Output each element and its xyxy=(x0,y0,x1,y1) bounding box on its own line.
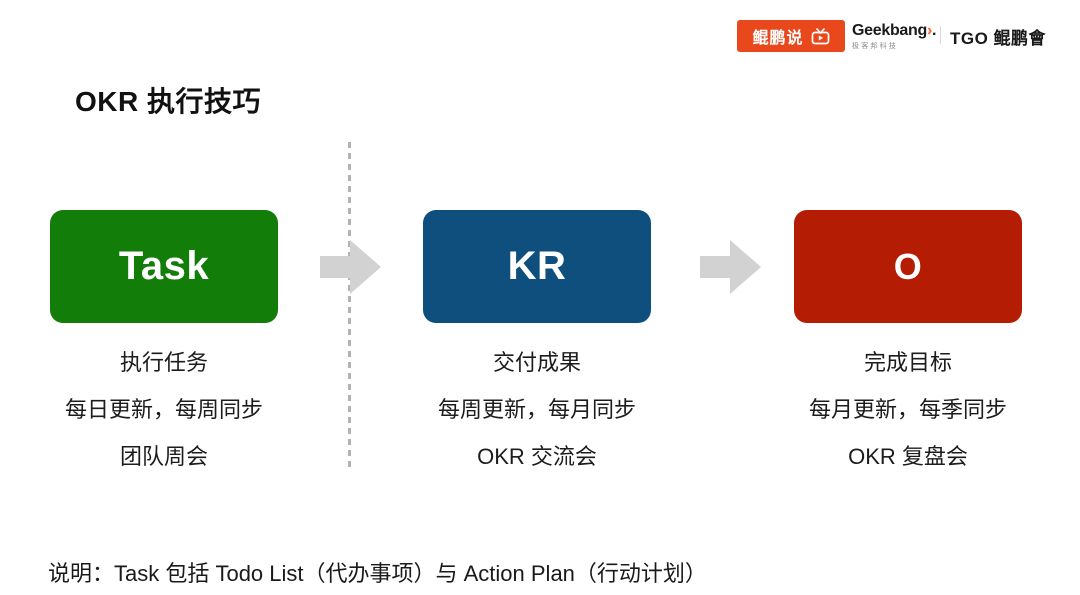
task-line-3: 团队周会 xyxy=(119,444,208,469)
column-kr: KR 交付成果 每周更新，每月同步 OKR 交流会 xyxy=(412,210,662,469)
kr-box: KR xyxy=(423,210,651,323)
kr-line-3: OKR 交流会 xyxy=(477,444,597,469)
o-box: O xyxy=(794,210,1022,323)
tgo-kunpeng-logo: TGO 鲲鹏會 xyxy=(950,29,1047,48)
o-line-2: 每月更新，每季同步 xyxy=(808,397,1007,422)
kr-line-1: 交付成果 xyxy=(492,350,581,375)
kunpeng-talk-label: 鲲鹏说 xyxy=(752,30,804,47)
o-line-1: 完成目标 xyxy=(863,350,952,375)
geekbang-subtitle: 极客邦科技 xyxy=(852,43,898,50)
column-o: O 完成目标 每月更新，每季同步 OKR 复盘会 xyxy=(783,210,1033,469)
logo-separator xyxy=(940,26,941,44)
column-task: Task 执行任务 每日更新，每周同步 团队周会 xyxy=(39,210,289,469)
dashed-divider-line xyxy=(348,142,351,472)
kr-line-2: 每周更新，每月同步 xyxy=(437,397,636,422)
task-box-label: Task xyxy=(118,244,210,288)
o-box-label: O xyxy=(893,245,923,287)
task-box: Task xyxy=(50,210,278,323)
footnote: 说明：Task 包括 Todo List（代办事项）与 Action Plan（… xyxy=(48,561,707,586)
kr-box-label: KR xyxy=(507,244,567,288)
kunpeng-talk-badge: 鲲鹏说 xyxy=(737,20,845,52)
geekbang-wordmark: Geekbang›. xyxy=(852,22,937,39)
tv-play-icon xyxy=(811,27,830,45)
task-line-2: 每日更新，每周同步 xyxy=(64,397,263,422)
arrow-kr-to-o-icon xyxy=(700,239,762,295)
task-line-1: 执行任务 xyxy=(119,350,208,375)
geekbang-logo: Geekbang›. 极客邦科技 xyxy=(852,22,947,51)
o-line-3: OKR 复盘会 xyxy=(848,444,968,469)
page-title: OKR 执行技巧 xyxy=(75,86,262,117)
geekbang-arrow-glyph: › xyxy=(926,22,933,39)
arrow-task-to-kr-icon xyxy=(320,239,382,295)
